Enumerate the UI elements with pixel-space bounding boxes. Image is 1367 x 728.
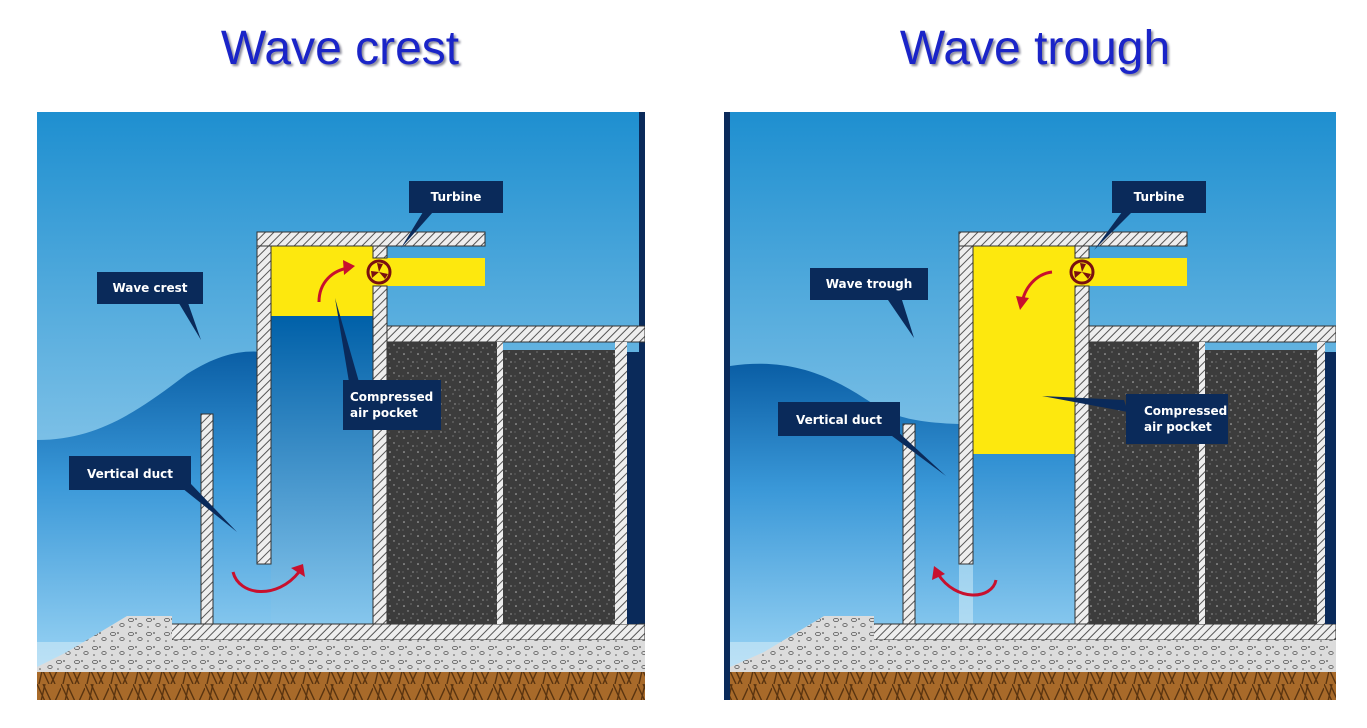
- turbine-icon: [366, 259, 392, 285]
- turbine-label: Turbine: [1134, 190, 1185, 204]
- air-pocket-label-line1: Compressed: [350, 390, 433, 404]
- wave-trough-diagram: Turbine Wave trough Compressed air pocke…: [724, 112, 1336, 700]
- air-pocket-label-line2: air pocket: [350, 406, 418, 420]
- title-wave-crest: Wave crest: [220, 22, 460, 75]
- air-pocket-label-line1: Compressed: [1144, 404, 1227, 418]
- vertical-duct-label: Vertical duct: [87, 467, 173, 481]
- title-wave-trough: Wave trough: [899, 22, 1171, 75]
- vertical-duct-label: Vertical duct: [796, 413, 882, 427]
- wave-trough-label: Wave trough: [826, 277, 913, 291]
- wave-crest-diagram: Turbine Wave crest Compressed air pocket…: [37, 112, 645, 700]
- turbine-label: Turbine: [431, 190, 482, 204]
- air-pocket-label-line2: air pocket: [1144, 420, 1212, 434]
- turbine-icon: [1069, 259, 1095, 285]
- wave-crest-label: Wave crest: [112, 281, 187, 295]
